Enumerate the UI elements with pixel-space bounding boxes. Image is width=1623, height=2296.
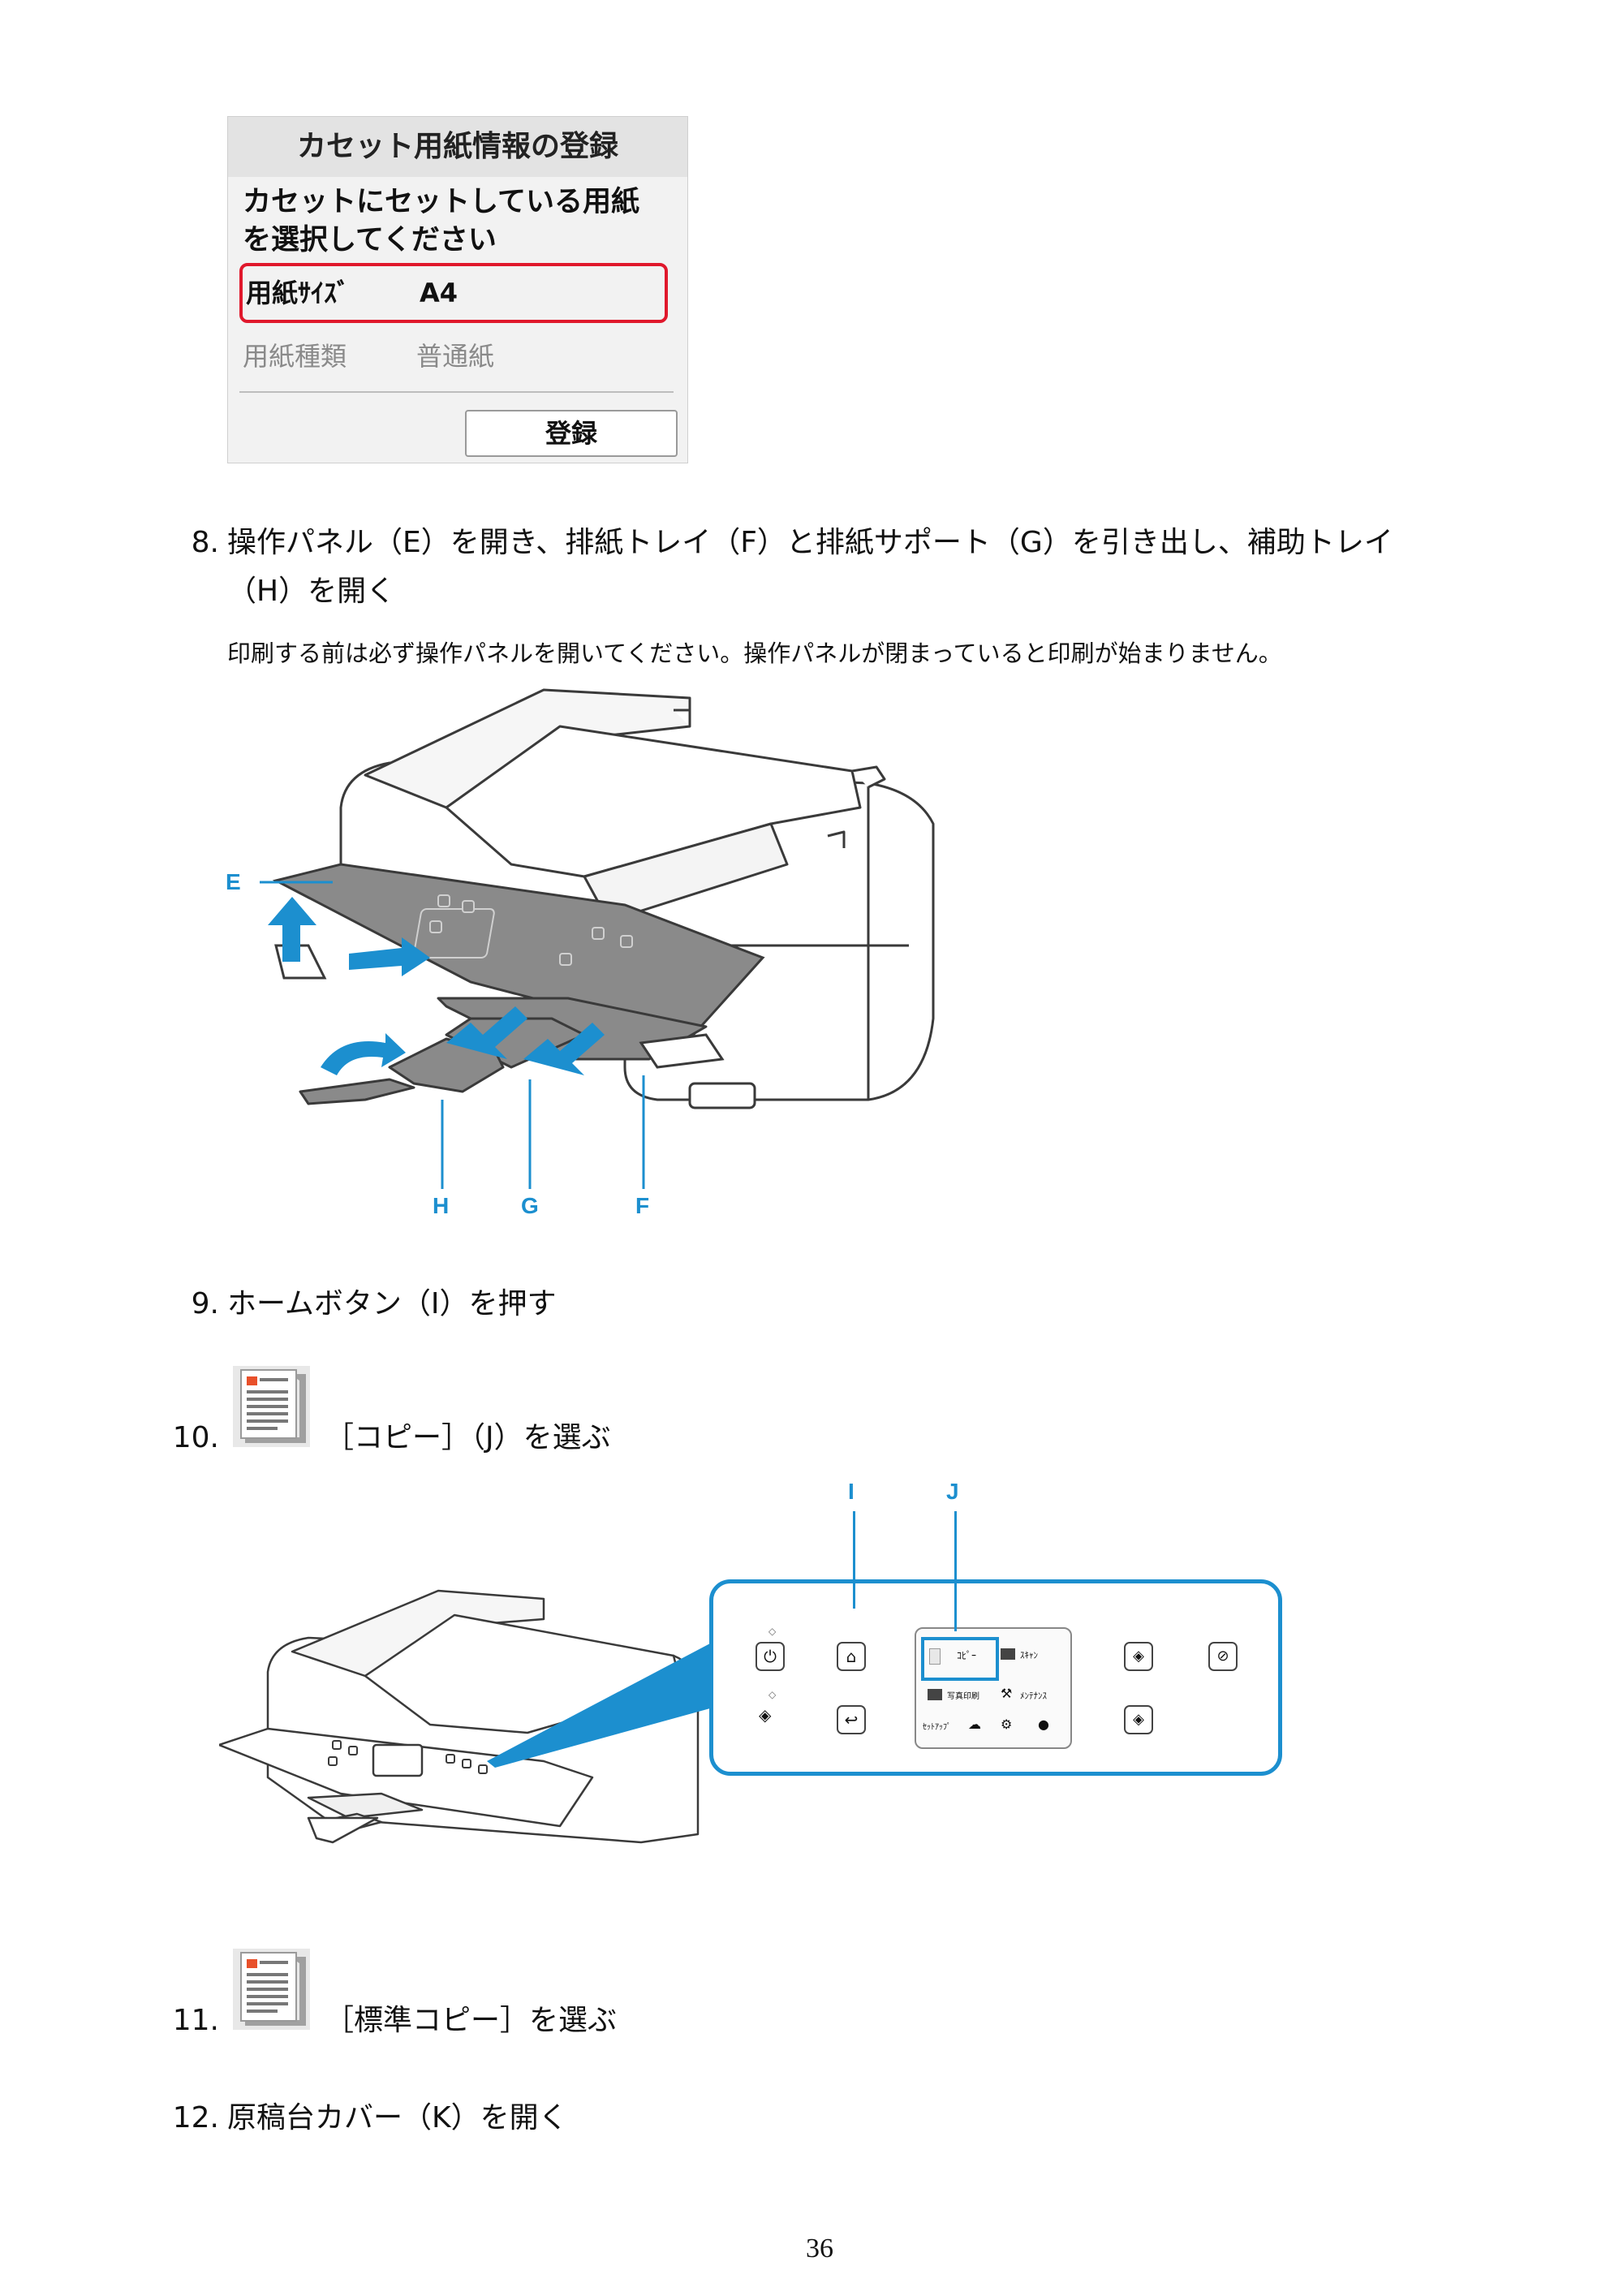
callout-f: F (635, 1193, 650, 1218)
copy-menu-label: ｺﾋﾟｰ (957, 1650, 977, 1661)
callout-i: I (848, 1479, 855, 1504)
lcd-message-line1: カセットにセットしている用紙 (243, 186, 639, 218)
standard-copy-document-icon (233, 1949, 310, 2030)
paper-type-label: 用紙種類 (243, 341, 347, 372)
page-number: 36 (806, 2234, 833, 2264)
lcd-title: カセット用紙情報の登録 (228, 117, 687, 177)
photo-menu-label: 写真印刷 (947, 1692, 979, 1701)
setup-menu-label: ｾｯﾄｱｯﾌﾟ (923, 1723, 951, 1732)
step-9-text: ホームボタン（I）を押す (227, 1287, 557, 1320)
zoom-connector (487, 1643, 710, 1768)
info-icon: ● (1038, 1717, 1049, 1732)
printer-small-figure (219, 1589, 700, 1844)
stop-icon[interactable]: ⊘ (1208, 1642, 1238, 1671)
paper-type-row[interactable]: 用紙種類 普通紙 (239, 330, 661, 383)
step-10-number: 10. (172, 1421, 219, 1454)
paper-type-value: 普通紙 (416, 341, 495, 372)
back-icon[interactable]: ↩ (837, 1705, 866, 1734)
step-12-number: 12. (172, 2101, 219, 2134)
step-8-number: 8. (191, 526, 219, 559)
gear-icon: ⚙ (1001, 1717, 1013, 1732)
lcd-message-line2: を選択してください (243, 224, 497, 256)
step-9-number: 9. (191, 1287, 219, 1320)
copy-document-icon (233, 1366, 310, 1447)
callout-j: J (946, 1479, 959, 1504)
black-start-icon[interactable]: ◈ (1124, 1705, 1153, 1734)
power-icon[interactable]: ⏻ (756, 1642, 785, 1671)
color-start-icon[interactable]: ◈ (1124, 1642, 1153, 1671)
wifi-indicator-icon: ◇ (768, 1689, 777, 1700)
step-8-text-line2: （H）を開く (227, 575, 396, 608)
power-indicator-icon: ◇ (768, 1626, 777, 1637)
paper-size-row[interactable]: 用紙ｻｲｽﾞ A4 (239, 263, 668, 323)
maintenance-menu-label: ﾒﾝﾃﾅﾝｽ (1020, 1691, 1047, 1701)
step-11-text: ［標準コピー］を選ぶ (325, 2004, 618, 2037)
home-icon[interactable]: ⌂ (837, 1642, 866, 1671)
copy-menu-icon (929, 1648, 941, 1665)
callout-h: H (433, 1193, 450, 1218)
lcd-divider (239, 391, 674, 393)
callout-e: E (226, 869, 241, 894)
lcd-message: カセットにセットしている用紙 を選択してください (243, 183, 681, 260)
step-8-note: 印刷する前は必ず操作パネルを開いてください。操作パネルが閉まっていると印刷が始ま… (227, 640, 1282, 667)
callout-i-line (853, 1511, 855, 1609)
copy-menu-highlight[interactable]: ｺﾋﾟｰ (921, 1637, 999, 1681)
wifi-icon: ◈ (759, 1705, 772, 1725)
lcd-register-cassette-paper-screen: カセット用紙情報の登録 カセットにセットしている用紙 を選択してください 用紙ｻ… (227, 116, 688, 463)
control-panel-zoom: ◇ ⏻ ◇ ◈ ⌂ ↩ ｺﾋﾟｰ ｽｷｬﾝ 写真印刷 ⚒ ﾒﾝﾃﾅﾝｽ ｾｯﾄｱ… (709, 1579, 1282, 1776)
scan-menu-icon (1001, 1648, 1015, 1660)
printer-trays-figure (260, 688, 935, 1189)
cloud-icon: ☁ (968, 1717, 981, 1732)
callout-g: G (521, 1193, 539, 1218)
paper-size-label: 用紙ｻｲｽﾞ (246, 278, 351, 308)
maintenance-menu-icon: ⚒ (1001, 1686, 1013, 1701)
photo-menu-icon (928, 1689, 942, 1700)
scan-menu-label: ｽｷｬﾝ (1020, 1650, 1038, 1661)
paper-size-value: A4 (420, 278, 458, 308)
step-10-text: ［コピー］（J）を選ぶ (325, 1421, 611, 1454)
register-button[interactable]: 登録 (465, 410, 678, 457)
step-11-number: 11. (172, 2004, 219, 2037)
step-8-text-line1: 操作パネル（E）を開き、排紙トレイ（F）と排紙サポート（G）を引き出し、補助トレ… (227, 526, 1393, 559)
touch-screen[interactable]: ｺﾋﾟｰ ｽｷｬﾝ 写真印刷 ⚒ ﾒﾝﾃﾅﾝｽ ｾｯﾄｱｯﾌﾟ ☁ ⚙ ● (915, 1627, 1072, 1749)
step-12-text: 原稿台カバー（K）を開く (227, 2101, 568, 2134)
callout-j-line (954, 1511, 957, 1631)
